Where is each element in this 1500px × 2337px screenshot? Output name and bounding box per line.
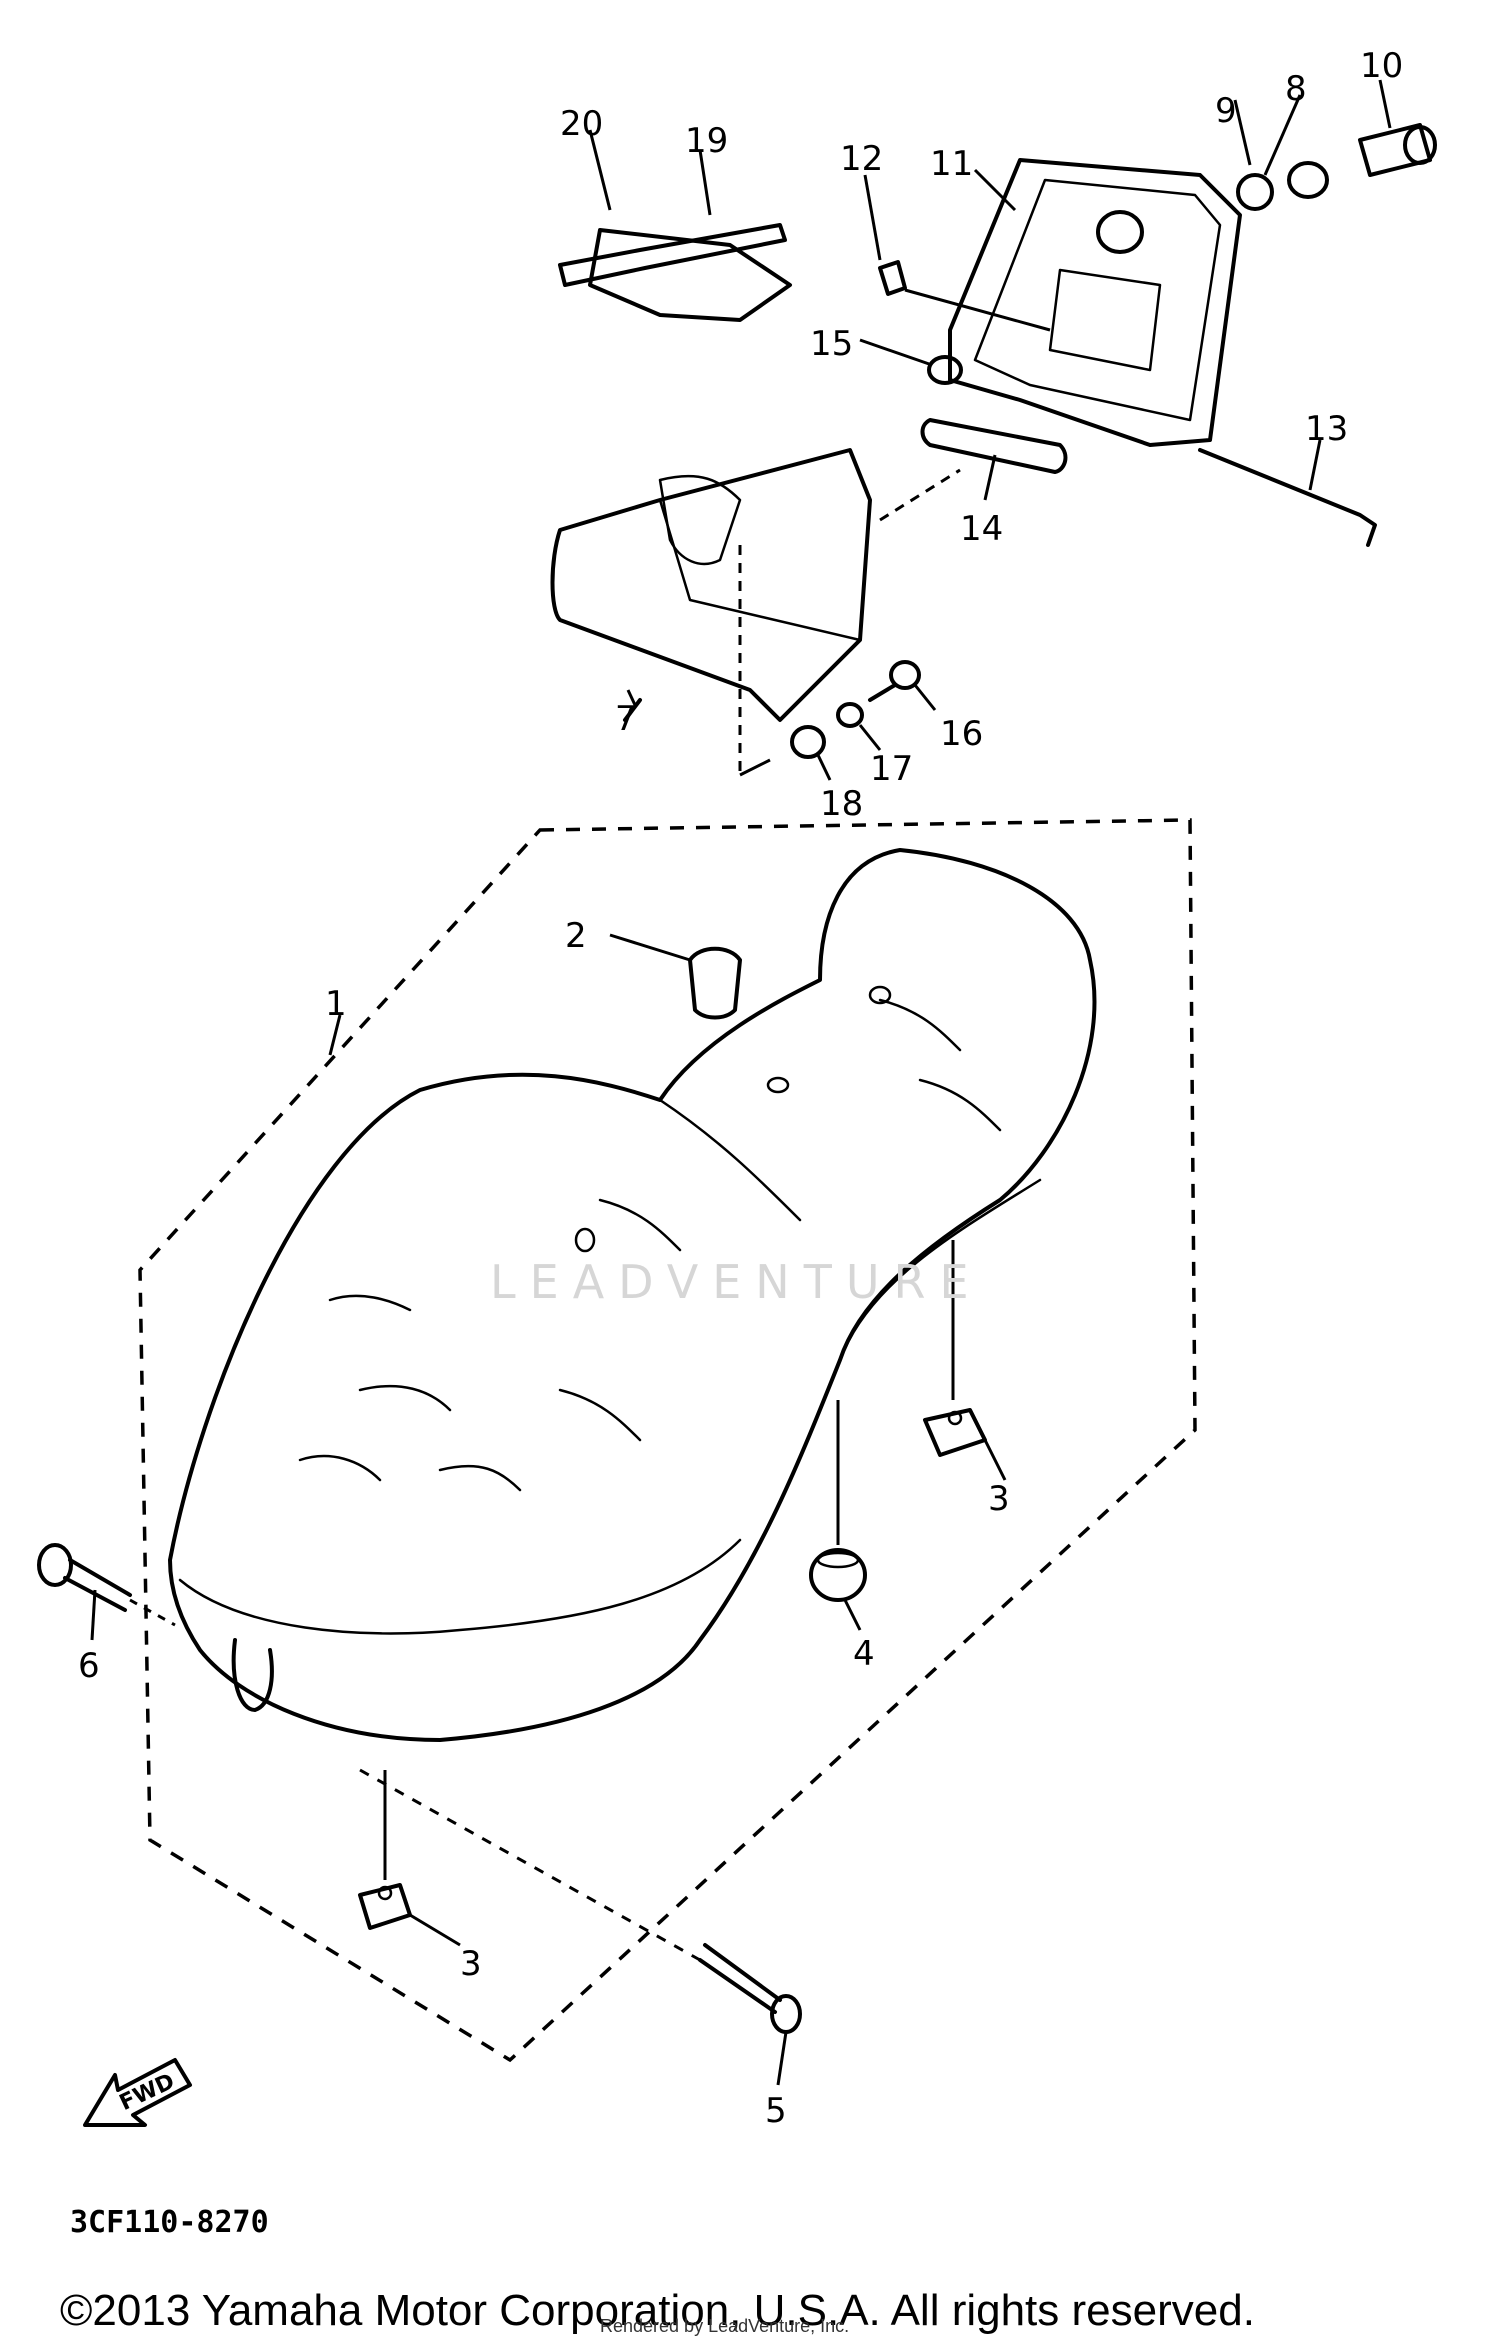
- lock-cylinder: [1358, 123, 1437, 177]
- diagram-code: 3CF110-8270: [70, 2205, 269, 2240]
- callout-15: 15: [810, 324, 853, 364]
- callout-8: 8: [1285, 69, 1307, 109]
- trunk-lid: [948, 158, 1242, 447]
- watermark: LEADVENTURE: [490, 1255, 983, 1309]
- callout-14: 14: [960, 509, 1003, 549]
- callout-leaders: [90, 79, 1392, 2086]
- render-credit: Rendered by LeadVenture, Inc.: [600, 2316, 850, 2336]
- lock-seal: [1236, 173, 1274, 211]
- callout-20: 20: [560, 104, 603, 144]
- callout-18: 18: [820, 784, 863, 824]
- strap: [688, 946, 742, 1020]
- screw-16: [868, 660, 921, 702]
- callout-6: 6: [78, 1646, 100, 1686]
- emblem-strap: [558, 223, 787, 287]
- callout-7: 7: [615, 699, 637, 739]
- bolt-6: [37, 1543, 176, 1627]
- rod: [1198, 448, 1377, 547]
- callout-2: 2: [565, 916, 587, 956]
- callout-5: 5: [765, 2091, 787, 2131]
- callout-10: 10: [1360, 46, 1403, 86]
- callout-3-left: 3: [460, 1944, 482, 1984]
- emblem-base: [588, 228, 792, 322]
- callout-4: 4: [853, 1634, 875, 1674]
- grommet-18: [790, 725, 826, 759]
- callout-11: 11: [930, 144, 973, 184]
- storage-box: [550, 448, 961, 777]
- callout-16: 16: [940, 714, 983, 754]
- seat-assembly-outline: [138, 818, 1197, 2063]
- callout-3-right: 3: [988, 1479, 1010, 1519]
- lock-washer: [1287, 161, 1329, 199]
- plate: [920, 418, 1068, 474]
- callout-12: 12: [840, 139, 883, 179]
- bolt-5: [359, 1768, 802, 2034]
- callout-9: 9: [1215, 91, 1237, 131]
- forward-arrow: FWD: [83, 2058, 192, 2127]
- seat: [168, 848, 1097, 1742]
- callout-13: 13: [1305, 409, 1348, 449]
- nut-12: [878, 260, 907, 296]
- callout-17: 17: [870, 749, 913, 789]
- grommet: [809, 1400, 867, 1602]
- copyright-notice: ©2013 Yamaha Motor Corporation, U.S.A. A…: [60, 2286, 1255, 2335]
- washer-17: [836, 702, 864, 728]
- cap-15: [927, 355, 963, 385]
- callout-19: 19: [685, 121, 728, 161]
- callout-1: 1: [325, 984, 347, 1024]
